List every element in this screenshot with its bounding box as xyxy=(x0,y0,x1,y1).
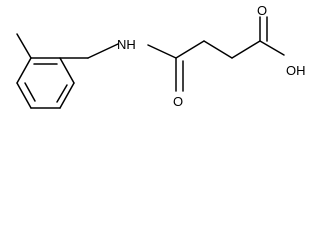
ring-bond xyxy=(59,82,75,109)
ring-double-bond xyxy=(56,84,68,103)
benzene-ring xyxy=(16,57,75,109)
ring-bond xyxy=(16,57,32,84)
chain-bond xyxy=(203,40,233,59)
chain-bond xyxy=(231,40,261,59)
ring-bond xyxy=(59,57,75,84)
acid-oxygen-label: O xyxy=(257,3,267,18)
chain-bond xyxy=(175,40,205,59)
ring-bond xyxy=(16,82,32,109)
hydroxyl-label: OH xyxy=(286,63,306,78)
ring-nitrogen-bond xyxy=(87,43,119,59)
carbonyl-oxygen-label: O xyxy=(173,94,183,109)
methyl-bond xyxy=(16,33,32,59)
acid-hydroxyl-bond xyxy=(259,40,285,56)
ring-double-bond xyxy=(24,82,36,102)
chemical-structure-diagram: NH O O OH xyxy=(16,3,306,109)
amine-label: NH xyxy=(117,37,136,52)
amide-bond xyxy=(147,44,177,59)
